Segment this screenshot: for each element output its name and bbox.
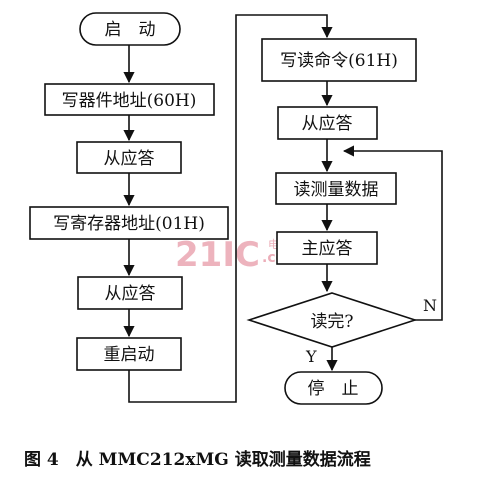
node-write-read-command: 写读命令(61H) bbox=[261, 38, 417, 82]
node-slave-ack-2: 从应答 bbox=[77, 276, 183, 310]
node-read-measurement-data: 读测量数据 bbox=[275, 172, 397, 205]
node-start-label: 启 动 bbox=[105, 20, 156, 40]
node-slave-ack-2-label: 从应答 bbox=[105, 284, 156, 304]
node-write-register-address: 写寄存器地址(01H) bbox=[29, 206, 229, 240]
node-slave-ack-3-label: 从应答 bbox=[302, 114, 353, 134]
node-stop: 停 止 bbox=[284, 371, 383, 405]
node-write-read-command-label: 写读命令(61H) bbox=[280, 51, 398, 71]
loop-no-back-to-read-data bbox=[342, 145, 443, 321]
node-start: 启 动 bbox=[79, 12, 181, 46]
figure-caption: 图 4 从 MMC212xMG 读取测量数据流程 bbox=[24, 449, 371, 470]
node-master-ack: 主应答 bbox=[276, 231, 378, 265]
node-read-done-label: 读完? bbox=[310, 312, 353, 332]
connector-restart-to-read-command bbox=[128, 14, 333, 403]
node-slave-ack-3: 从应答 bbox=[277, 106, 378, 140]
branch-label-no: N bbox=[423, 296, 437, 315]
node-restart-label: 重启动 bbox=[104, 345, 155, 365]
node-restart: 重启动 bbox=[76, 337, 182, 371]
node-slave-ack-1: 从应答 bbox=[76, 141, 182, 174]
node-master-ack-label: 主应答 bbox=[302, 239, 353, 259]
watermark-main: 21IC bbox=[175, 235, 260, 275]
node-write-device-address: 写器件地址(60H) bbox=[44, 83, 215, 116]
node-stop-label: 停 止 bbox=[308, 379, 359, 399]
node-write-device-address-label: 写器件地址(60H) bbox=[62, 91, 197, 111]
node-slave-ack-1-label: 从应答 bbox=[104, 149, 155, 169]
node-read-done-decision: 读完? bbox=[246, 292, 418, 348]
branch-label-yes: Y bbox=[305, 347, 317, 366]
node-write-register-address-label: 写寄存器地址(01H) bbox=[53, 214, 205, 234]
node-read-measurement-data-label: 读测量数据 bbox=[294, 180, 379, 200]
